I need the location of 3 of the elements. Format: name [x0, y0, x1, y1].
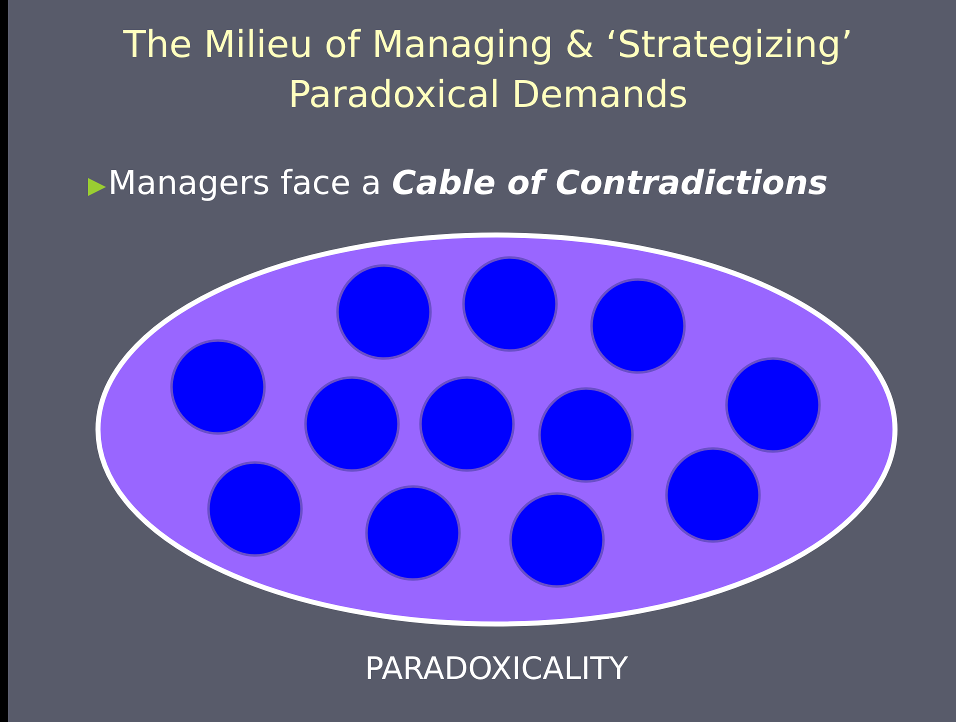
bullet-text: Managers face a Cable of Contradictions	[108, 163, 828, 202]
caption-text: PARADOXICALITY	[364, 651, 630, 687]
slide-title: The Milieu of Managing & ‘Strategizing’ Paradoxical Demands	[122, 22, 854, 118]
